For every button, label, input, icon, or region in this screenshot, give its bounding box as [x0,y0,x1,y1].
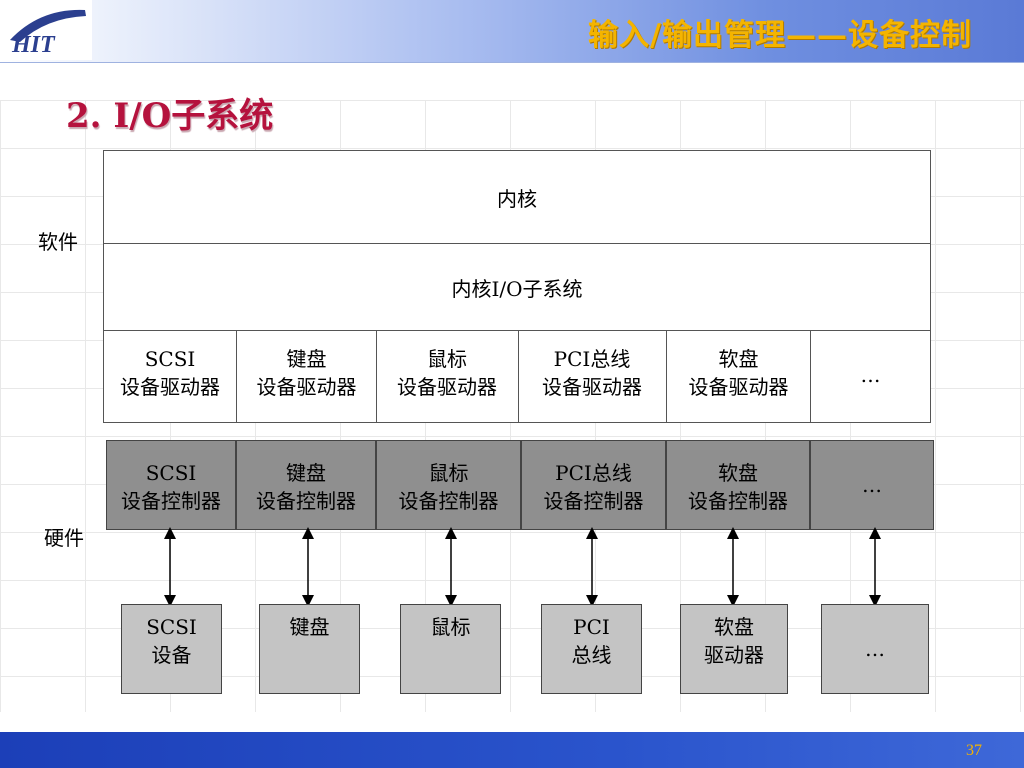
page-number: 37 [966,742,982,759]
device-scsi: SCSI 设备 [121,604,222,694]
divider [810,331,811,422]
device-drivers-row: SCSI 设备驱动器 键盘 设备驱动器 鼠标 设备驱动器 PCI总线 设备驱动器… [104,331,930,422]
controller-pci-bus: PCI总线 设备控制器 [522,441,665,529]
device-more: … [821,604,929,694]
driver-name: SCSI [144,347,196,371]
kernel-io-subsystem-layer: 内核I/O子系统 [104,244,930,331]
kernel-layer: 内核 [104,151,930,244]
driver-name: PCI总线 [553,347,631,371]
controller-type: 设备控制器 [688,489,788,513]
device-name: 键盘 [289,615,330,639]
software-label: 软件 [38,230,78,254]
driver-name: 键盘 [286,347,327,371]
controller-type: 设备控制器 [398,489,499,513]
divider [375,441,377,529]
device-name: PCI [573,615,610,639]
divider [809,441,811,529]
driver-more: … [811,331,930,422]
driver-type: 设备驱动器 [120,375,220,399]
device-type: 驱动器 [704,643,764,667]
divider [376,331,377,422]
device-name: 鼠标 [430,615,471,639]
driver-ellipsis: … [860,363,881,387]
header-band: HIT 输入/输出管理——设备控制 [0,0,1024,63]
controller-more: … [811,441,933,529]
device-keyboard: 键盘 [259,604,360,694]
controller-name: 鼠标 [428,461,469,485]
section-title: 2. I/O子系统 [66,96,274,136]
controller-mouse: 鼠标 设备控制器 [377,441,520,529]
header-title: 输入/输出管理——设备控制 [588,18,972,53]
divider [666,331,667,422]
driver-mouse: 鼠标 设备驱动器 [377,331,517,422]
controller-name: 软盘 [718,461,758,485]
device-name: SCSI [146,615,197,639]
software-stack: 内核 内核I/O子系统 SCSI 设备驱动器 键盘 设备驱动器 鼠标 设备驱动器… [103,150,931,423]
hardware-label: 硬件 [44,526,84,550]
driver-type: 设备驱动器 [542,375,642,399]
divider [520,441,522,529]
device-type: 总线 [571,643,612,667]
driver-floppy: 软盘 设备驱动器 [667,331,810,422]
driver-scsi: SCSI 设备驱动器 [104,331,236,422]
driver-pci-bus: PCI总线 设备驱动器 [519,331,665,422]
controller-keyboard: 键盘 设备控制器 [237,441,375,529]
device-pci-bus: PCI 总线 [541,604,642,694]
controller-type: 设备控制器 [121,489,221,513]
driver-name: 软盘 [718,347,759,371]
driver-type: 设备驱动器 [397,375,497,399]
footer-band [0,732,1024,768]
controller-type: 设备控制器 [543,489,644,513]
controller-floppy: 软盘 设备控制器 [667,441,809,529]
divider [518,331,519,422]
driver-keyboard: 键盘 设备驱动器 [237,331,376,422]
device-floppy-drive: 软盘 驱动器 [680,604,788,694]
hit-logo-icon: HIT [0,0,92,60]
driver-name: 鼠标 [427,347,467,371]
controller-type: 设备控制器 [256,489,356,513]
device-ellipsis: … [865,637,885,661]
driver-type: 设备驱动器 [256,375,357,399]
device-type: 设备 [151,643,192,667]
device-mouse: 鼠标 [400,604,501,694]
divider [235,441,237,529]
divider [236,331,237,422]
controller-scsi: SCSI 设备控制器 [107,441,235,529]
driver-type: 设备驱动器 [688,375,789,399]
svg-text:HIT: HIT [11,32,56,58]
divider [665,441,667,529]
controller-name: 键盘 [286,461,326,485]
controller-name: PCI总线 [555,461,632,485]
controller-ellipsis: … [862,473,882,497]
device-name: 软盘 [714,615,754,639]
controller-name: SCSI [145,461,197,485]
controllers-row: SCSI 设备控制器 键盘 设备控制器 鼠标 设备控制器 PCI总线 设备控制器… [106,440,934,530]
